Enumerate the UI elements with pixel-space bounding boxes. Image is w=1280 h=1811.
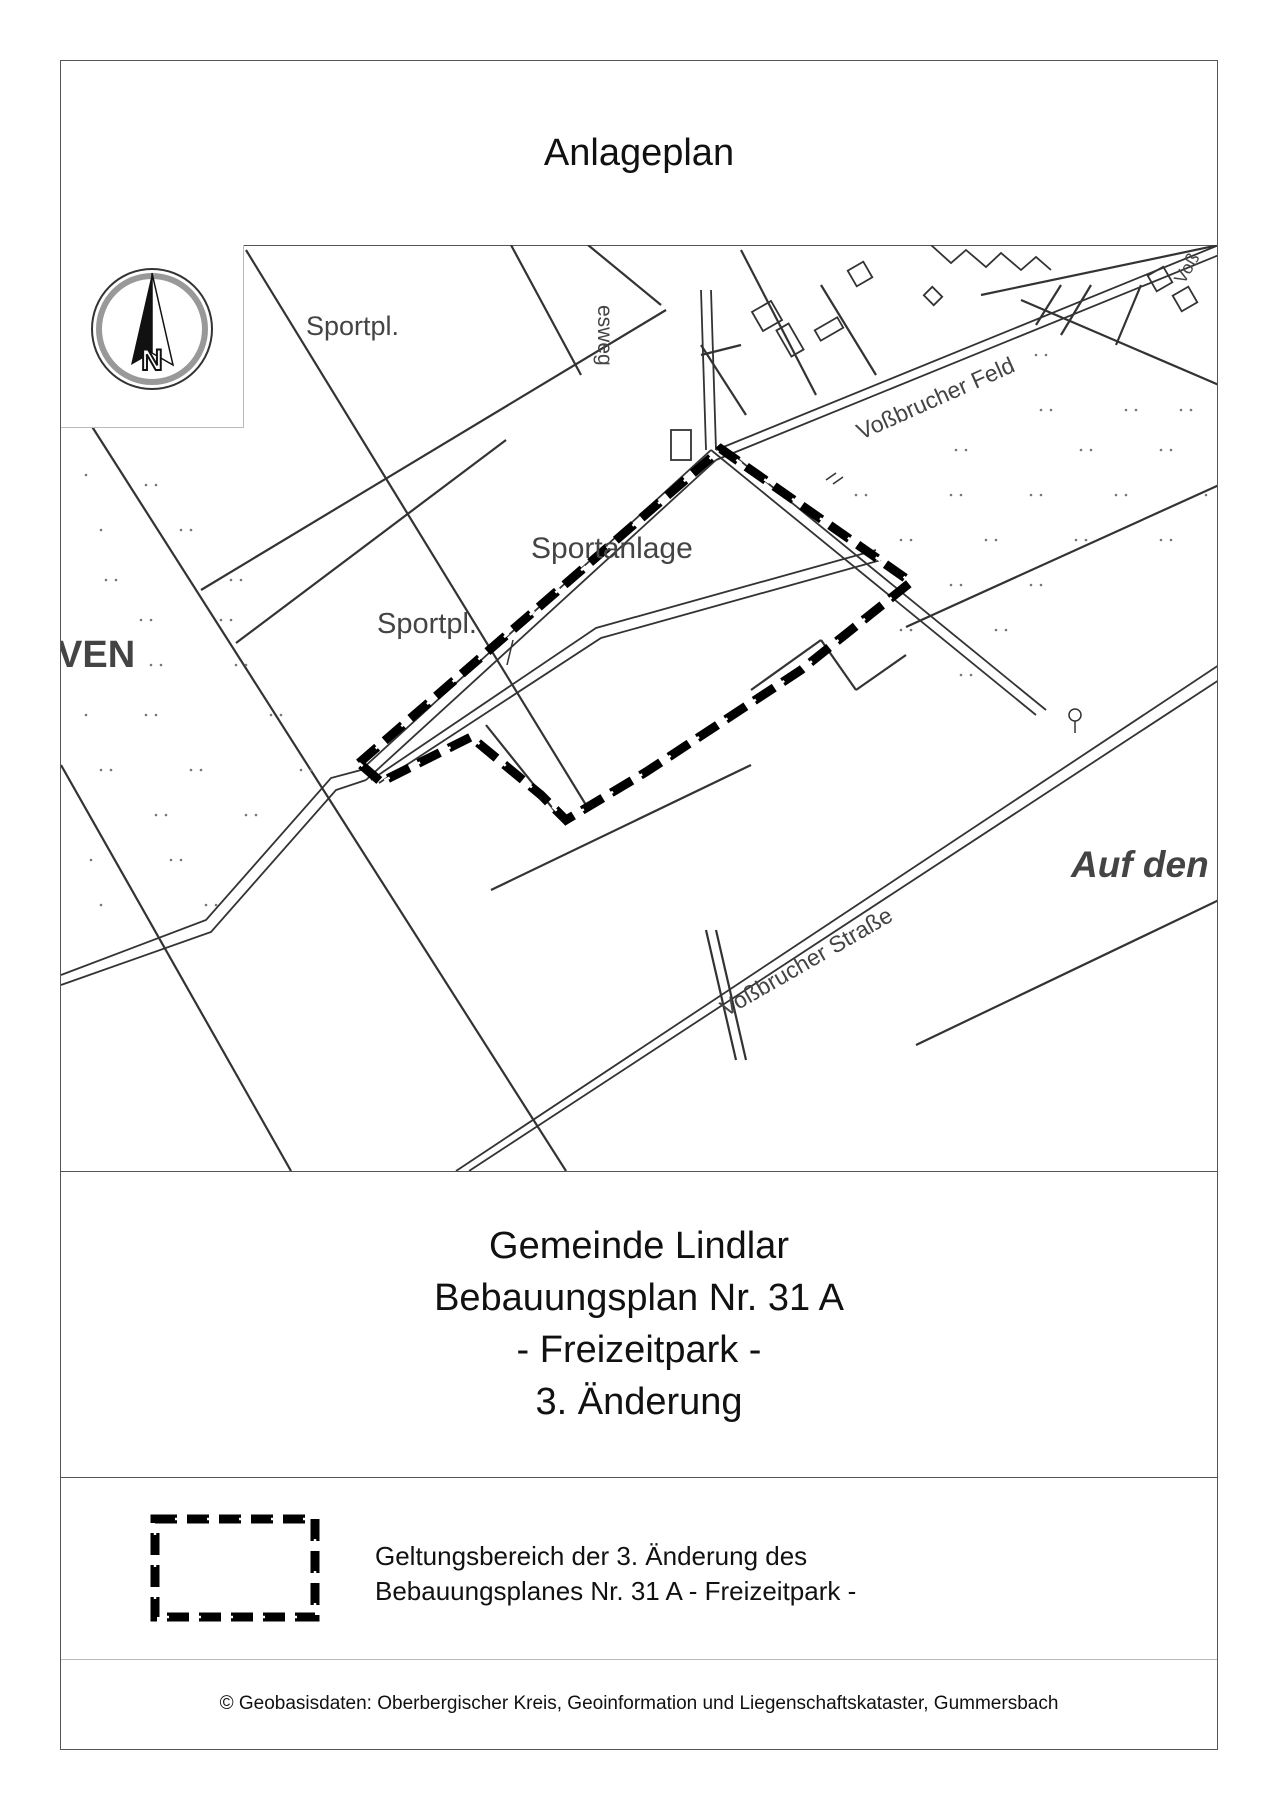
legend: Geltungsbereich der 3. Änderung des Beba… [61,1477,1217,1660]
building [775,322,805,358]
label-sportpl-2: Sportpl. [377,608,477,640]
map-area: Sportpl. Sportanlage Sportpl. VEN Voßbru… [61,245,1217,1172]
title-section: Anlageplan [61,61,1217,246]
marker [825,472,837,481]
parcel-line [235,439,507,644]
road-edge [715,245,1217,451]
label-vossbrucher-feld: Voßbrucher Feld [852,352,1018,445]
parcel-line [980,245,1217,297]
cadastral-map: Sportpl. Sportanlage Sportpl. VEN Voßbru… [61,245,1217,1171]
legend-boundary-symbol [150,1514,320,1622]
parcel-line [714,929,748,1061]
parcel-line [200,309,667,591]
plan-info: Gemeinde Lindlar Bebauungsplan Nr. 31 A … [61,1171,1217,1478]
info-plan-name: - Freizeitpark - [516,1329,762,1371]
label-sportpl-1: Sportpl. [306,311,399,341]
road-edge [365,459,717,781]
legend-line-2: Bebauungsplanes Nr. 31 A - Freizeitpark … [375,1576,857,1606]
parcel-line [905,484,1217,629]
parcel-line [61,764,292,1171]
building [846,260,874,288]
parcel-line [915,899,1217,1046]
marker [1068,708,1082,722]
parcel-line [587,245,662,306]
info-amendment: 3. Änderung [535,1381,743,1423]
road-edge [715,254,1217,461]
label-weg-fragment: esweg [593,305,616,366]
label-auf-den: Auf den [1070,844,1209,885]
geltungsbereich-boundary [352,443,919,826]
road-edge [710,449,1037,716]
parcel-line [855,654,907,691]
marker [506,639,514,666]
parcel-line [1060,284,1092,336]
building [1171,285,1199,313]
building [1146,265,1174,293]
parcel-line [490,764,752,891]
parcel-line [485,724,567,826]
compass-letter: N [141,344,163,377]
label-ven: VEN [61,634,135,676]
buildings [670,245,1199,461]
roads [61,245,1217,1171]
north-arrow: N [61,245,244,428]
building [922,285,944,307]
road-edge [455,665,1217,1171]
parcel-line [1020,298,1217,386]
parcel-line [1114,284,1143,346]
markers [506,472,1082,733]
path-edge [378,559,882,784]
path-edge [370,549,877,781]
plan-frame: Anlageplan [60,60,1218,1750]
label-vossbrucher-strasse: Voßbrucher Straße [716,902,897,1022]
building [813,316,845,342]
label-sportanlage: Sportanlage [531,532,693,565]
parcel-line [510,245,582,376]
road-edge [61,779,367,986]
parcel-line [820,284,877,376]
compass-icon: N [91,268,213,390]
parcel-line [750,639,822,691]
building-row [930,245,1052,272]
legend-text: Geltungsbereich der 3. Änderung des Beba… [375,1539,856,1609]
parcel-line [700,343,742,357]
parcel-line [700,344,747,416]
parcel-lines [61,245,1217,1171]
copyright-note: © Geobasisdaten: Oberbergischer Kreis, G… [219,1693,1059,1714]
info-plan-number: Bebauungsplan Nr. 31 A [434,1277,844,1319]
road-edge [468,680,1217,1171]
road-edge [700,289,707,451]
parcel-line [245,249,587,806]
plan-title: Anlageplan [543,131,735,174]
building [670,429,692,461]
dotted-fields [84,353,1208,907]
info-municipality: Gemeinde Lindlar [489,1225,789,1267]
building [750,299,784,333]
marker [832,476,844,485]
road-edge [61,769,362,976]
road-edge [710,289,717,451]
legend-line-1: Geltungsbereich der 3. Änderung des [375,1541,808,1571]
